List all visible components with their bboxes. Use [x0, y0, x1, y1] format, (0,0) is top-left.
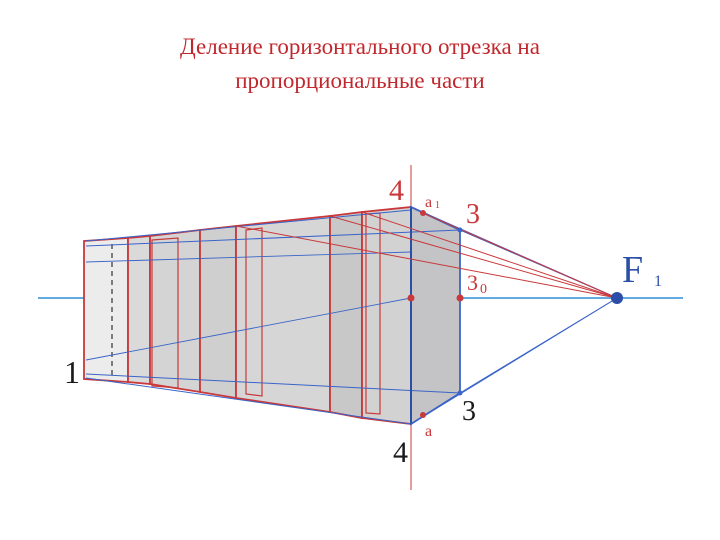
label-three-zero-index: 0: [480, 282, 487, 297]
frame-b: [245, 227, 263, 397]
title-line-2: пропорциональные части: [235, 68, 485, 93]
vanishing-point-marker: [611, 292, 623, 304]
edge-top-near: [85, 209, 412, 242]
prism-end-face: [83, 237, 129, 383]
label-three-bottom: 3: [462, 396, 476, 427]
edge-bottom-far: [85, 373, 461, 394]
prism-slab-3: [199, 224, 237, 400]
edge-mid-bottom: [85, 297, 412, 361]
label-F-index: 1: [654, 273, 662, 290]
ray-red-4: [422, 212, 618, 299]
edge-top-far: [85, 229, 461, 247]
label-four-bottom: 4: [393, 436, 408, 469]
point-a1: [420, 210, 426, 216]
ray-red-3: [235, 225, 618, 299]
prism-slab-1: [127, 235, 151, 385]
prism-slab-6: [361, 206, 412, 426]
label-three-top: 3: [466, 199, 480, 230]
label-F: F: [622, 249, 643, 291]
label-three-zero: 3: [467, 270, 478, 295]
edge-mid-top: [85, 251, 412, 263]
slide-title: Деление горизонтального отрезка на пропо…: [60, 30, 660, 98]
ray-blue-bottom-2: [410, 297, 618, 425]
edge-bottom-near: [85, 377, 412, 425]
frame-a: [151, 237, 179, 389]
label-a: a: [425, 423, 432, 440]
point-center-axis: [407, 294, 415, 302]
label-a1: a: [425, 194, 432, 211]
title-line-1: Деление горизонтального отрезка на: [180, 34, 540, 59]
point-three-bottom: [457, 390, 463, 396]
label-four-top: 4: [389, 174, 404, 207]
ray-red-2: [329, 215, 618, 299]
prism: [83, 205, 461, 426]
point-a: [420, 412, 426, 418]
point-three-zero: [456, 294, 464, 302]
label-a1-index: 1: [435, 200, 440, 211]
label-one: 1: [64, 354, 80, 390]
point-three-top: [457, 227, 463, 233]
vanishing-rays: [235, 206, 618, 425]
prism-slab-2: [149, 228, 201, 394]
ray-red-1: [361, 211, 618, 299]
